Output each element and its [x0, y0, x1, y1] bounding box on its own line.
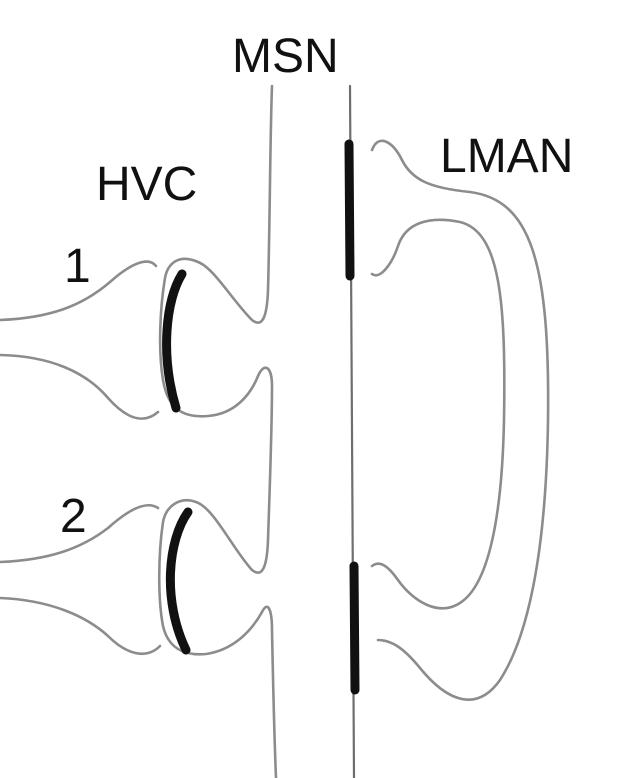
hvc-synapse-1 [167, 274, 182, 408]
input-2-label: 2 [60, 490, 87, 543]
hvc-axon-1-lower-edge [0, 355, 158, 419]
lman-label: LMAN [440, 130, 573, 183]
hvc-synapse-2 [170, 512, 188, 650]
input-1-label: 1 [64, 240, 91, 293]
lman-synapse-lower [354, 566, 355, 690]
hvc-label: HVC [96, 158, 197, 211]
lman-axon-inner-edge [372, 220, 504, 608]
hvc-axon-2-lower-edge [0, 598, 160, 654]
lman-synapse-upper [349, 144, 350, 276]
lman-axon-outer-edge [372, 141, 548, 700]
msn-label: MSN [232, 30, 339, 83]
